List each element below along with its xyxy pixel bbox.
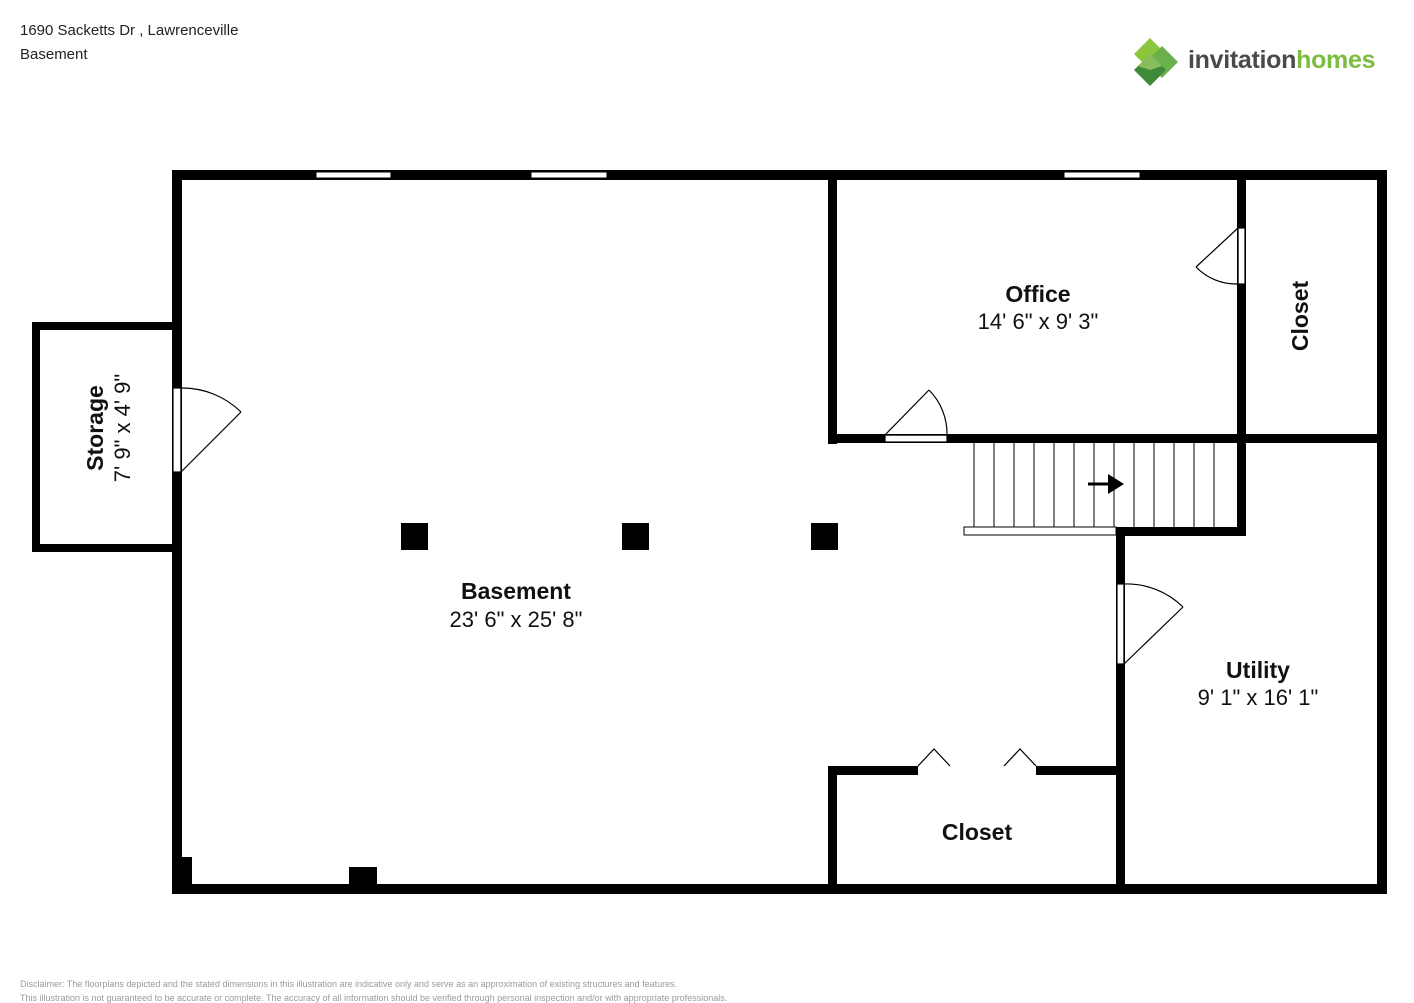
room-dims-basement: 23' 6" x 25' 8" bbox=[450, 607, 583, 632]
disclaimer-line-2: This illustration is not guaranteed to b… bbox=[20, 993, 728, 1003]
door-swings bbox=[172, 227, 1246, 767]
room-dims-utility: 9' 1" x 16' 1" bbox=[1198, 685, 1319, 710]
brand-word-invitation: invitation bbox=[1188, 46, 1297, 74]
stair-direction-arrow-icon bbox=[1088, 474, 1124, 494]
property-address: 1690 Sacketts Dr , Lawrenceville bbox=[20, 22, 239, 39]
room-label-closet-bottom: Closet bbox=[942, 819, 1013, 845]
staircase bbox=[963, 443, 1215, 536]
room-dims-office: 14' 6" x 9' 3" bbox=[978, 309, 1099, 334]
room-dims-storage: 7' 9" x 4' 9" bbox=[110, 374, 135, 482]
disclaimer-line-1: Disclaimer: The floorplans depicted and … bbox=[20, 979, 678, 989]
room-label-utility: Utility bbox=[1226, 657, 1290, 683]
room-label-basement: Basement bbox=[461, 578, 571, 604]
room-label-office: Office bbox=[1005, 281, 1070, 307]
invitation-homes-diamond-logo-icon bbox=[1134, 38, 1178, 86]
room-label-storage: Storage bbox=[82, 385, 108, 471]
door-openings bbox=[173, 228, 1245, 774]
windows bbox=[315, 171, 1141, 179]
walls bbox=[32, 170, 1387, 894]
room-label-closet-top: Closet bbox=[1287, 281, 1313, 352]
brand-logo: invitationhomes bbox=[1128, 36, 1388, 90]
brand-wordmark: invitationhomes bbox=[1188, 46, 1376, 75]
brand-word-homes: homes bbox=[1296, 46, 1376, 74]
floor-level-label: Basement bbox=[20, 46, 88, 63]
